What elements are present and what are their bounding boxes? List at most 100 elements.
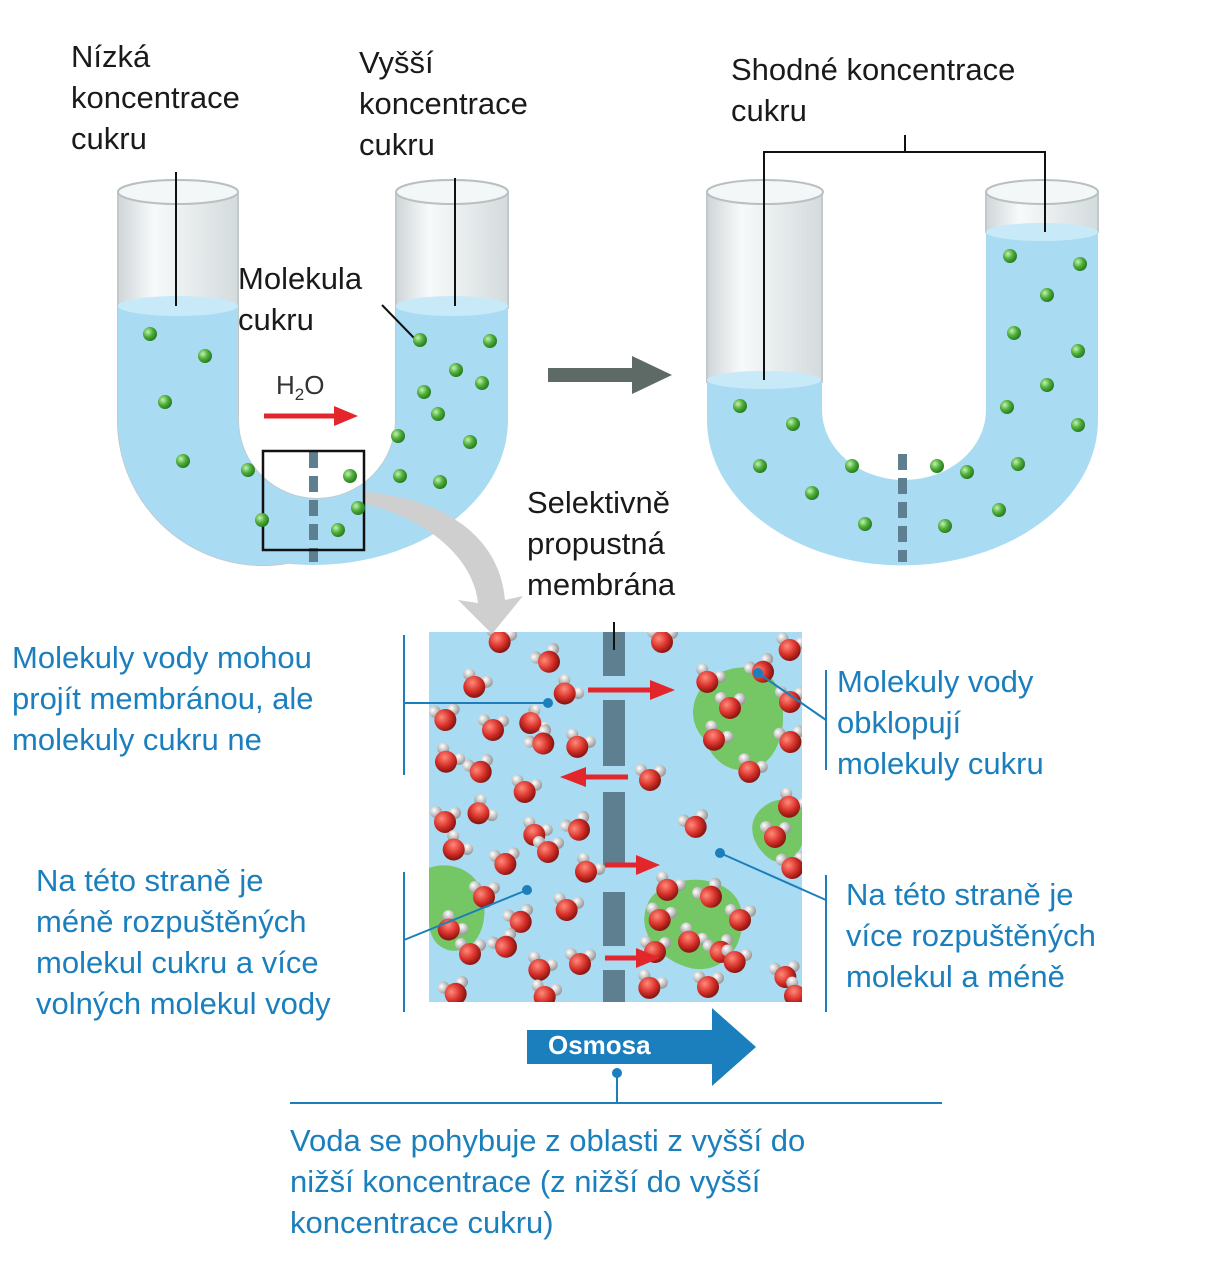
zoom-box — [261, 449, 366, 552]
water-molecule — [721, 944, 753, 973]
water-molecule — [560, 810, 590, 841]
sugar-molecule-ball — [805, 486, 819, 500]
water-molecule — [760, 821, 791, 848]
sugar-molecule-ball — [331, 523, 345, 537]
transition-arrow — [548, 356, 672, 394]
water-molecule — [715, 692, 746, 719]
sugar-molecule-ball — [858, 517, 872, 531]
water-molecule — [435, 742, 466, 773]
water-molecule — [531, 979, 563, 1002]
u-tube-right — [706, 135, 1099, 566]
water-molecule — [553, 674, 585, 705]
sugar-molecule-ball — [483, 334, 497, 348]
water-molecule — [677, 809, 709, 838]
water-molecule — [528, 951, 558, 981]
sugar-molecule-ball — [158, 395, 172, 409]
water-molecule — [511, 774, 543, 803]
sugar-molecule-ball — [786, 417, 800, 431]
water-molecule — [575, 852, 606, 883]
water-molecule — [530, 642, 560, 673]
sugar-molecule-ball — [241, 463, 255, 477]
water-molecule — [656, 871, 686, 901]
sugar-molecule-ball — [1011, 457, 1025, 471]
water-molecule — [638, 969, 668, 999]
label-osmosis: Osmosa — [548, 1030, 651, 1060]
sugar-molecule-ball — [1040, 288, 1054, 302]
sugar-molecule-ball — [351, 501, 365, 515]
zoom-panel — [429, 622, 802, 1002]
sugar-molecule-ball — [1071, 418, 1085, 432]
water-molecule — [430, 806, 461, 833]
water-molecule — [442, 830, 474, 861]
sugar-molecule-ball — [449, 363, 463, 377]
sugar-molecule-ball — [960, 465, 974, 479]
label-h2o: H2O — [276, 370, 325, 405]
water-molecule — [462, 754, 494, 783]
water-molecule — [693, 971, 724, 998]
sugar-molecule-ball — [1000, 400, 1014, 414]
water-molecule — [488, 847, 520, 875]
water-molecule — [635, 764, 666, 791]
water-molecule — [487, 927, 517, 958]
water-molecule — [696, 663, 726, 693]
sugar-molecule-ball — [391, 429, 405, 443]
water-molecule — [519, 704, 550, 734]
water-molecule — [463, 668, 493, 698]
callout-lines — [290, 635, 942, 1104]
sugar-molecule-ball — [198, 349, 212, 363]
sugar-molecule-ball — [433, 475, 447, 489]
sugar-molecule-ball — [475, 376, 489, 390]
water-molecule — [776, 632, 802, 661]
water-molecule — [437, 976, 469, 1002]
sugar-molecule-ball — [431, 407, 445, 421]
water-molecule — [646, 902, 678, 931]
sugar-molecule-ball — [1040, 378, 1054, 392]
water-molecule — [502, 904, 534, 933]
sugar-molecule-ball — [143, 327, 157, 341]
sugar-molecule-ball — [255, 513, 269, 527]
water-molecule — [775, 686, 802, 713]
water-molecule — [775, 851, 802, 879]
water-molecule — [565, 948, 596, 975]
zoom-callout-arrow — [366, 492, 523, 634]
water-molecule — [467, 793, 498, 825]
sugar-molecule-ball — [1071, 344, 1085, 358]
water-molecule — [778, 787, 802, 818]
membrane-right-tube — [898, 454, 907, 562]
water-flow-arrows — [560, 680, 675, 968]
water-molecule — [647, 632, 678, 653]
sugar-molecule-ball — [417, 385, 431, 399]
water-molecule — [469, 881, 500, 908]
sugar-molecule-ball — [1003, 249, 1017, 263]
water-molecule — [703, 720, 734, 751]
water-molecule — [553, 892, 585, 921]
water-molecule — [437, 910, 469, 941]
sugar-molecules-left-tube — [143, 327, 497, 537]
sugar-molecule-ball — [343, 469, 357, 483]
sugar-molecule-ball — [992, 503, 1006, 517]
water-molecule — [486, 632, 518, 653]
water-molecule — [566, 728, 596, 758]
osmosis-arrow — [527, 1008, 756, 1086]
sugar-molecule-ball — [938, 519, 952, 533]
sugar-molecule-ball — [1007, 326, 1021, 340]
water-molecule — [523, 724, 555, 755]
h2o-arrow — [264, 406, 358, 426]
sugar-molecule-ball — [463, 435, 477, 449]
water-molecule — [478, 714, 509, 741]
water-molecule — [725, 904, 756, 931]
sugar-molecule-ball — [753, 459, 767, 473]
water-molecule — [692, 877, 722, 908]
sugar-molecule-ball — [1073, 257, 1087, 271]
